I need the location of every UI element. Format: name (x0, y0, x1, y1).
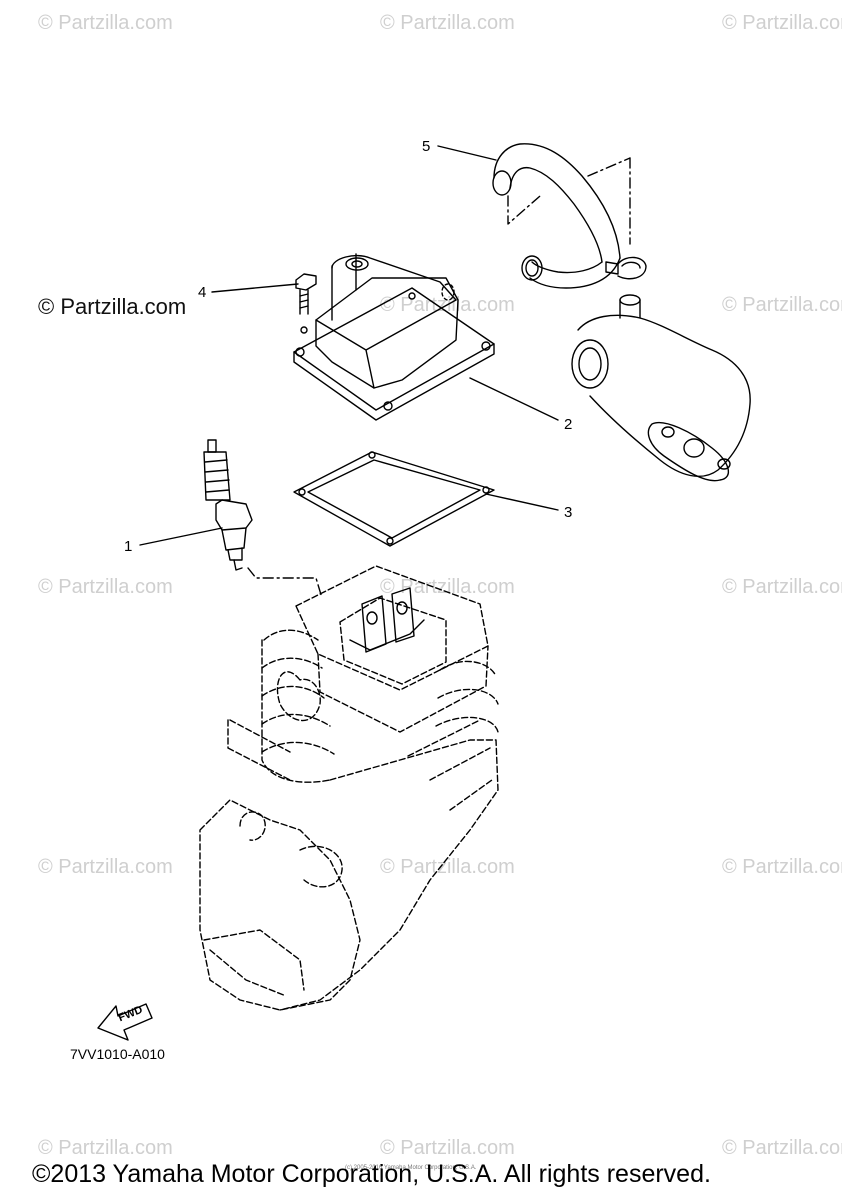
valve-rockers (349, 587, 425, 653)
watermark: © Partzilla.com (380, 12, 515, 34)
copyright-notice: ©2013 Yamaha Motor Corporation, U.S.A. A… (32, 1160, 711, 1188)
watermark: © Partzilla.com (38, 1137, 173, 1159)
leader-line-3 (485, 493, 559, 511)
fwd-arrow (97, 1003, 153, 1041)
watermark: © Partzilla.com (722, 856, 842, 878)
leader-line-4 (211, 283, 299, 293)
callout-1: 1 (124, 538, 133, 555)
diagram-code: 7VV1010-A010 (70, 1046, 165, 1062)
watermark: © Partzilla.com (722, 12, 842, 34)
cover-gasket[interactable] (293, 451, 495, 547)
watermark: © Partzilla.com (380, 1137, 515, 1159)
cylinder-head-cover[interactable] (293, 253, 495, 421)
partzilla-brand-label: © Partzilla.com (38, 294, 187, 319)
watermark: © Partzilla.com (722, 294, 842, 316)
watermark: © Partzilla.com (722, 576, 842, 598)
leader-line-2 (469, 377, 559, 421)
watermark: © Partzilla.com (380, 576, 515, 598)
hose-clamp[interactable] (605, 256, 647, 280)
watermark: © Partzilla.com (722, 1137, 842, 1159)
callout-2: 2 (564, 416, 573, 433)
cover-bolt[interactable] (295, 273, 317, 334)
spark-plug[interactable] (203, 439, 253, 571)
watermark: © Partzilla.com (38, 12, 173, 34)
hose-guide-lines (507, 157, 631, 245)
leader-line-1 (139, 527, 223, 546)
callout-4: 4 (198, 284, 207, 301)
callout-3: 3 (564, 504, 573, 521)
spark-plug-guide (247, 567, 323, 599)
watermark: © Partzilla.com (38, 856, 173, 878)
leader-line-5 (437, 145, 497, 161)
watermark: © Partzilla.com (38, 576, 173, 598)
watermark: © Partzilla.com (380, 856, 515, 878)
breather-hose[interactable] (492, 143, 621, 289)
tiny-copyright: (c) 2005-2016 Yamaha Motor Corporation, … (345, 1165, 477, 1171)
callout-5: 5 (422, 138, 431, 155)
cylinder-block (199, 565, 499, 1011)
breather-joint[interactable] (571, 294, 751, 482)
